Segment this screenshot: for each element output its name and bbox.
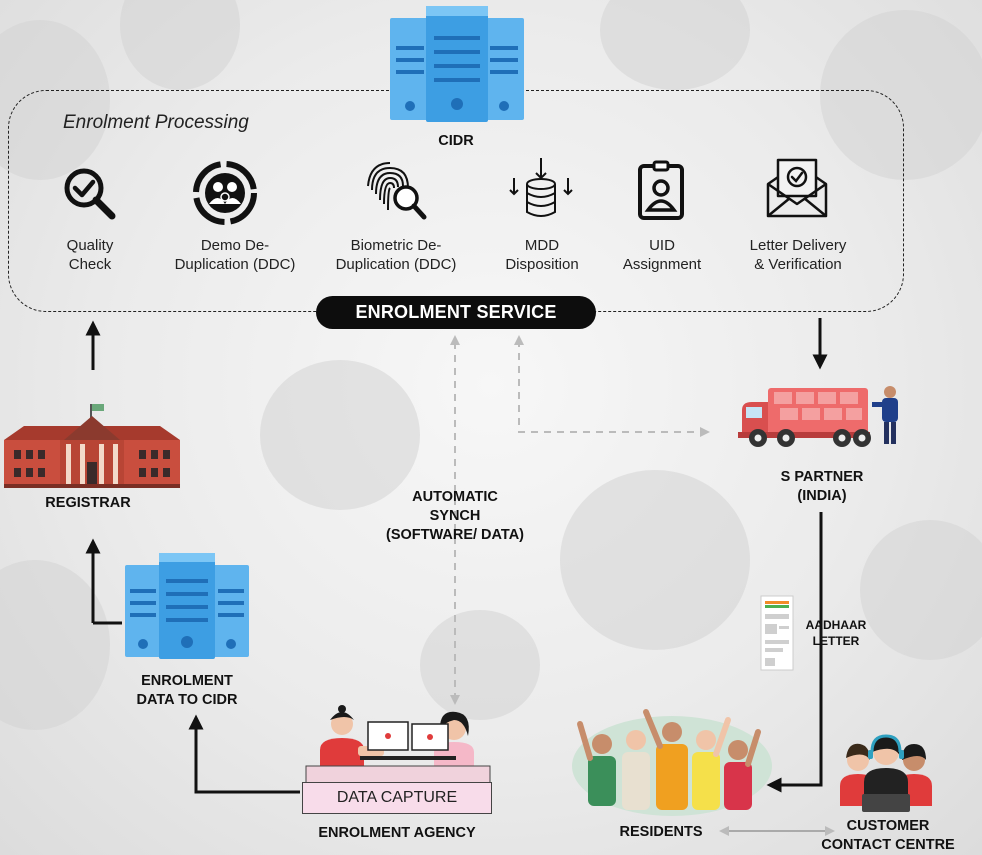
automatic-synch-label: AUTOMATIC SYNCH (SOFTWARE/ DATA) xyxy=(386,489,524,543)
enrolment-data-label: ENROLMENT DATA TO CIDR xyxy=(136,673,238,708)
enrolment-processing-title: Enrolment Processing xyxy=(63,112,249,133)
cidr-label: CIDR xyxy=(438,133,474,149)
registrar-building-icon xyxy=(4,404,180,488)
step-mdd-disposition: MDD Disposition xyxy=(505,237,579,273)
residents-illustration xyxy=(572,709,772,816)
step-quality-check: Quality Check xyxy=(66,237,114,273)
step-uid-assignment: UID Assignment xyxy=(622,237,702,273)
step-biometric-dedup: Biometric De- Duplication (DDC) xyxy=(335,237,457,273)
registrar-label: REGISTRAR xyxy=(45,495,131,511)
arrow-agency-to-data xyxy=(188,714,300,794)
aadhaar-letter-label: AADHAAR LETTER xyxy=(805,618,867,648)
contact-centre-label: CUSTOMER CONTACT CENTRE xyxy=(821,818,955,853)
contact-centre-illustration xyxy=(840,734,932,812)
enrolment-data-server-icon xyxy=(125,553,249,659)
enrolment-agency-label: ENROLMENT AGENCY xyxy=(318,825,476,841)
cidr-server-icon xyxy=(390,6,524,122)
residents-label: RESIDENTS xyxy=(619,824,703,840)
enrolment-service-pill: ENROLMENT SERVICE xyxy=(316,296,596,329)
envelope-check-icon xyxy=(766,158,828,218)
step-demo-dedup: Demo De- Duplication (DDC) xyxy=(174,237,296,273)
arrow-partner-to-residents xyxy=(766,512,823,793)
step-letter-delivery: Letter Delivery & Verification xyxy=(749,237,847,273)
delivery-truck-icon xyxy=(738,386,898,447)
enrolment-agency-illustration xyxy=(305,705,491,785)
id-badge-icon xyxy=(638,160,684,220)
s-partner-label: S PARTNER (INDIA) xyxy=(780,469,864,504)
quality-check-icon xyxy=(64,168,116,220)
data-capture-box: DATA CAPTURE xyxy=(302,782,492,814)
demo-dedup-icon xyxy=(193,161,257,225)
database-icon xyxy=(509,158,573,217)
fingerprint-search-icon xyxy=(367,162,427,220)
sync-line-right xyxy=(514,335,710,437)
aadhaar-letter-icon xyxy=(760,595,794,671)
